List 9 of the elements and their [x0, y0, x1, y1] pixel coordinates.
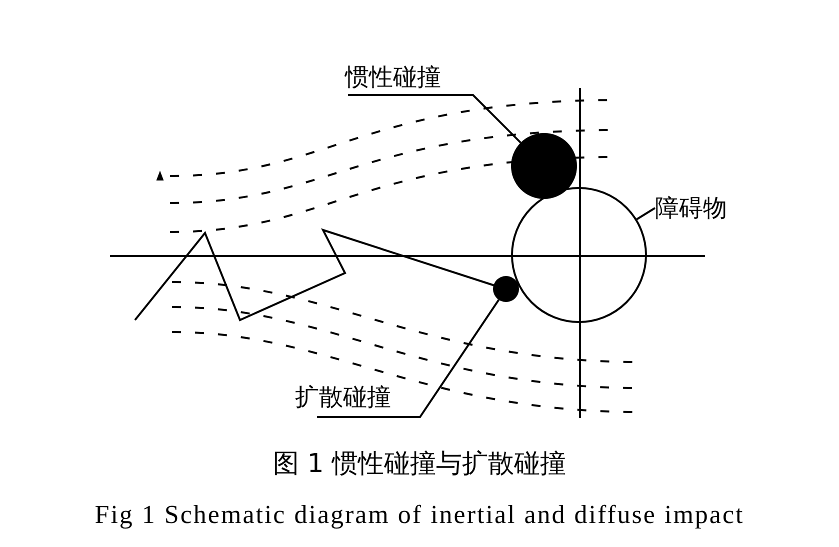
- callout-label: 障碍物: [655, 194, 745, 222]
- figure-caption: 图 1 惯性碰撞与扩散碰撞: [272, 448, 568, 481]
- leader-line: [348, 94, 522, 144]
- particle-circle: [493, 276, 519, 302]
- callout-label: 扩散碰撞: [295, 380, 420, 414]
- callout-label: 惯性碰撞: [345, 60, 445, 94]
- leader-line: [636, 207, 656, 220]
- leader-line: [317, 299, 500, 418]
- figure-caption: Fig 1 Schematic diagram of inertial and diffuse impact: [94, 500, 746, 530]
